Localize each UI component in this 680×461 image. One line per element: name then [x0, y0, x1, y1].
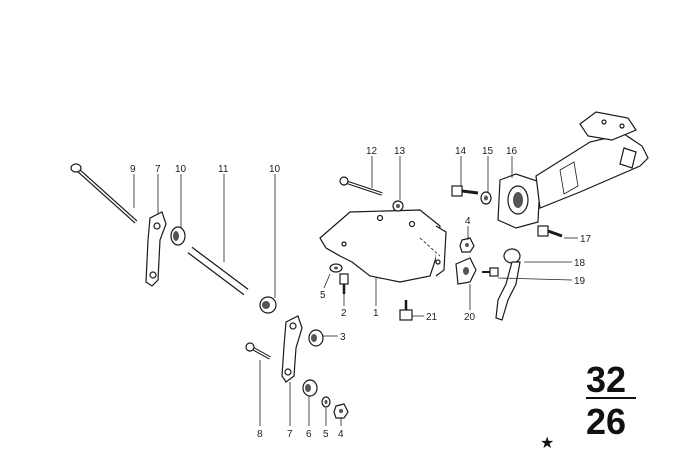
part-14-bolt: [451, 185, 479, 197]
label-14: 14: [455, 146, 467, 157]
part-17-bolt: [537, 225, 563, 238]
part-15-washer: [480, 191, 492, 205]
part-5-washer-bottom: [321, 396, 331, 408]
label-12: 12: [366, 146, 378, 157]
label-20: 20: [464, 312, 476, 323]
part-5-washer: [329, 263, 343, 273]
label-2: 2: [341, 308, 347, 319]
part-21-bolt: [399, 300, 413, 321]
group-number: 32 26: [586, 359, 636, 442]
part-10-bushing-right: [259, 296, 277, 314]
part-20-plate: [455, 257, 477, 285]
part-19-screw: [482, 267, 499, 277]
label-8: 8: [257, 429, 263, 440]
label-9: 9: [130, 164, 136, 175]
part-12-bolt: [339, 176, 383, 196]
label-7-left: 7: [155, 164, 161, 175]
part-1-bracket: [319, 209, 447, 283]
label-6: 6: [306, 429, 312, 440]
part-6-bushing: [302, 379, 318, 397]
label-18: 18: [574, 258, 586, 269]
label-7-bottom: 7: [287, 429, 293, 440]
label-11: 11: [218, 164, 229, 175]
part-13-washer: [392, 200, 404, 212]
label-15: 15: [482, 146, 494, 157]
group-number-top: 32: [586, 359, 626, 400]
part-10-bushing-left: [170, 226, 186, 246]
label-1: 1: [373, 308, 379, 319]
label-17: 17: [580, 234, 592, 245]
star-icon: ★: [540, 433, 554, 452]
part-7-lever-bottom: [281, 315, 303, 383]
label-5-lower: 5: [323, 429, 329, 440]
part-9-long-bolt: [70, 163, 138, 224]
label-13: 13: [394, 146, 406, 157]
leader-lines: [133, 156, 578, 426]
part-18-lever: [495, 248, 521, 321]
part-labels: 9 7 10 11 10 12 13 14 15 16 4 17 18 19 2…: [130, 146, 592, 440]
part-16-column-tube: [497, 111, 649, 229]
part-4-nut: [459, 237, 475, 253]
part-4-nut-bottom: [333, 403, 349, 419]
part-2-bolt: [339, 273, 349, 294]
label-21: 21: [426, 312, 438, 323]
label-10-right: 10: [269, 164, 281, 175]
part-7-lever-left: [145, 211, 167, 287]
label-16: 16: [506, 146, 518, 157]
label-5-upper: 5: [320, 290, 326, 301]
label-4-lower: 4: [338, 429, 344, 440]
group-number-bottom: 26: [586, 401, 626, 442]
part-11-rod: [187, 246, 249, 296]
part-8-bolt: [245, 342, 271, 360]
part-3-bushing: [308, 329, 324, 347]
label-4-upper: 4: [465, 216, 471, 227]
label-3: 3: [340, 332, 346, 343]
label-19: 19: [574, 276, 586, 287]
label-10-left: 10: [175, 164, 187, 175]
